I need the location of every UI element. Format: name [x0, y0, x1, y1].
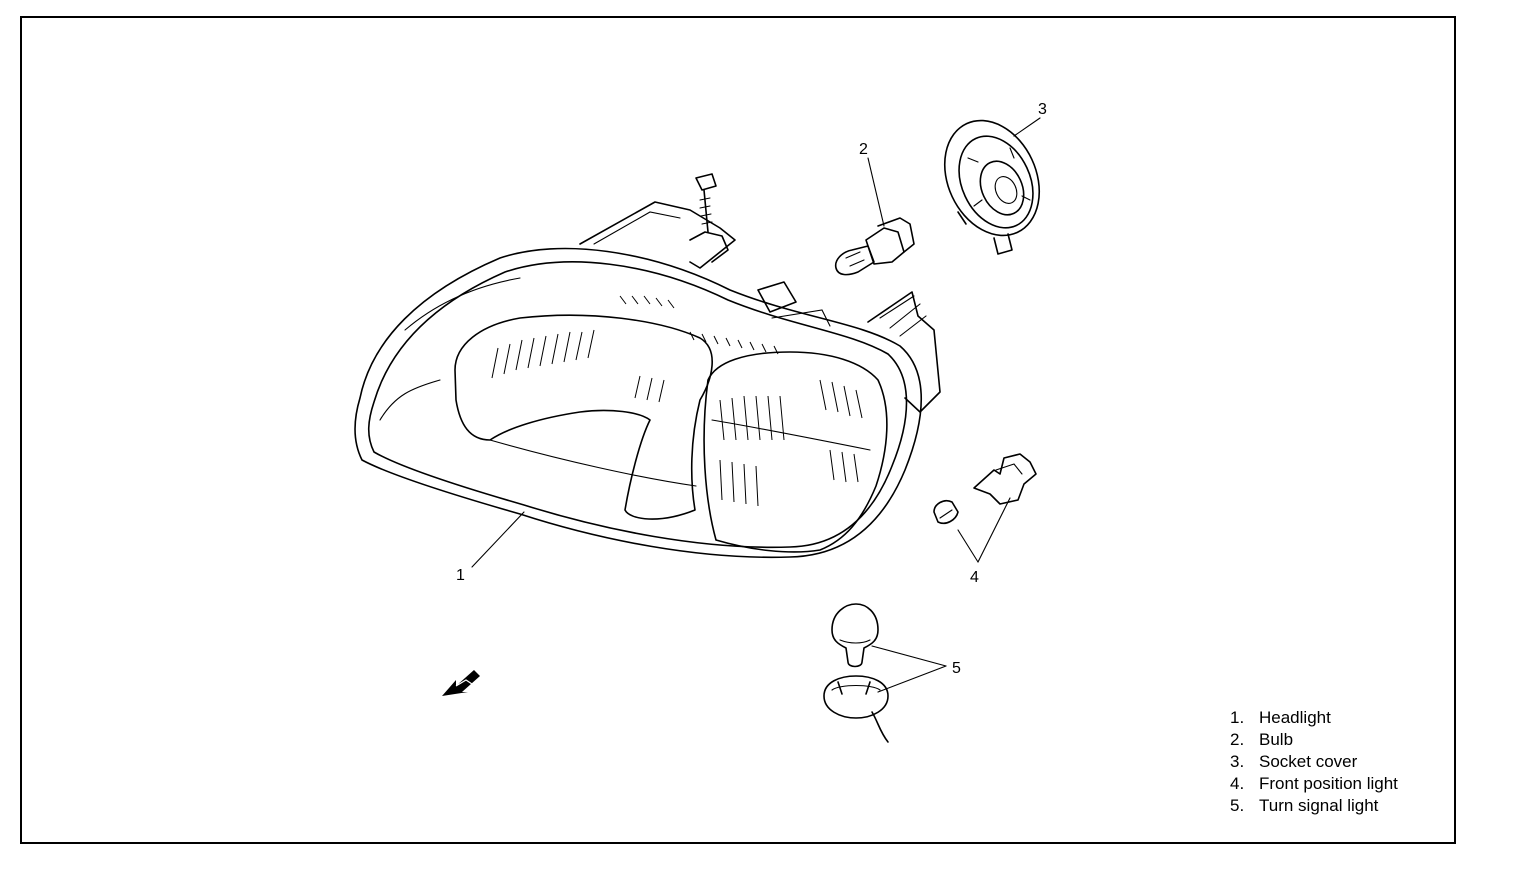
legend-item: 1. Headlight: [1230, 707, 1450, 729]
legend-item: 5. Turn signal light: [1230, 795, 1450, 817]
legend-item-label: Turn signal light: [1259, 796, 1379, 815]
parts-legend: 1. Headlight 2. Bulb 3. Socket cover 4. …: [1230, 707, 1450, 817]
bulb-drawing: [834, 217, 915, 276]
legend-item-label: Bulb: [1259, 730, 1294, 749]
legend-item: 4. Front position light: [1230, 773, 1450, 795]
legend-item-label: Front position light: [1259, 774, 1398, 793]
turn-signal-light-drawing: [823, 603, 889, 743]
forward-arrow-icon: [442, 670, 480, 696]
diagram-border: [20, 16, 1456, 844]
legend-item-number: 1.: [1230, 708, 1245, 727]
headlight-drawing: [354, 173, 941, 559]
front-position-light-drawing: [933, 453, 1037, 525]
callout-5: 5: [952, 660, 961, 677]
legend-item-number: 5.: [1230, 796, 1245, 815]
leader-lines: [471, 117, 1041, 693]
legend-item-number: 4.: [1230, 774, 1245, 793]
socket-cover-drawing: [943, 119, 1041, 255]
callout-4: 4: [970, 569, 979, 586]
legend-item-label: Headlight: [1259, 708, 1331, 727]
callout-3: 3: [1038, 101, 1047, 118]
legend-item: 2. Bulb: [1230, 729, 1450, 751]
callout-1: 1: [456, 567, 465, 584]
legend-item-number: 2.: [1230, 730, 1245, 749]
legend-item-number: 3.: [1230, 752, 1245, 771]
legend-item-label: Socket cover: [1259, 752, 1358, 771]
legend-item: 3. Socket cover: [1230, 751, 1450, 773]
callout-2: 2: [859, 141, 868, 158]
